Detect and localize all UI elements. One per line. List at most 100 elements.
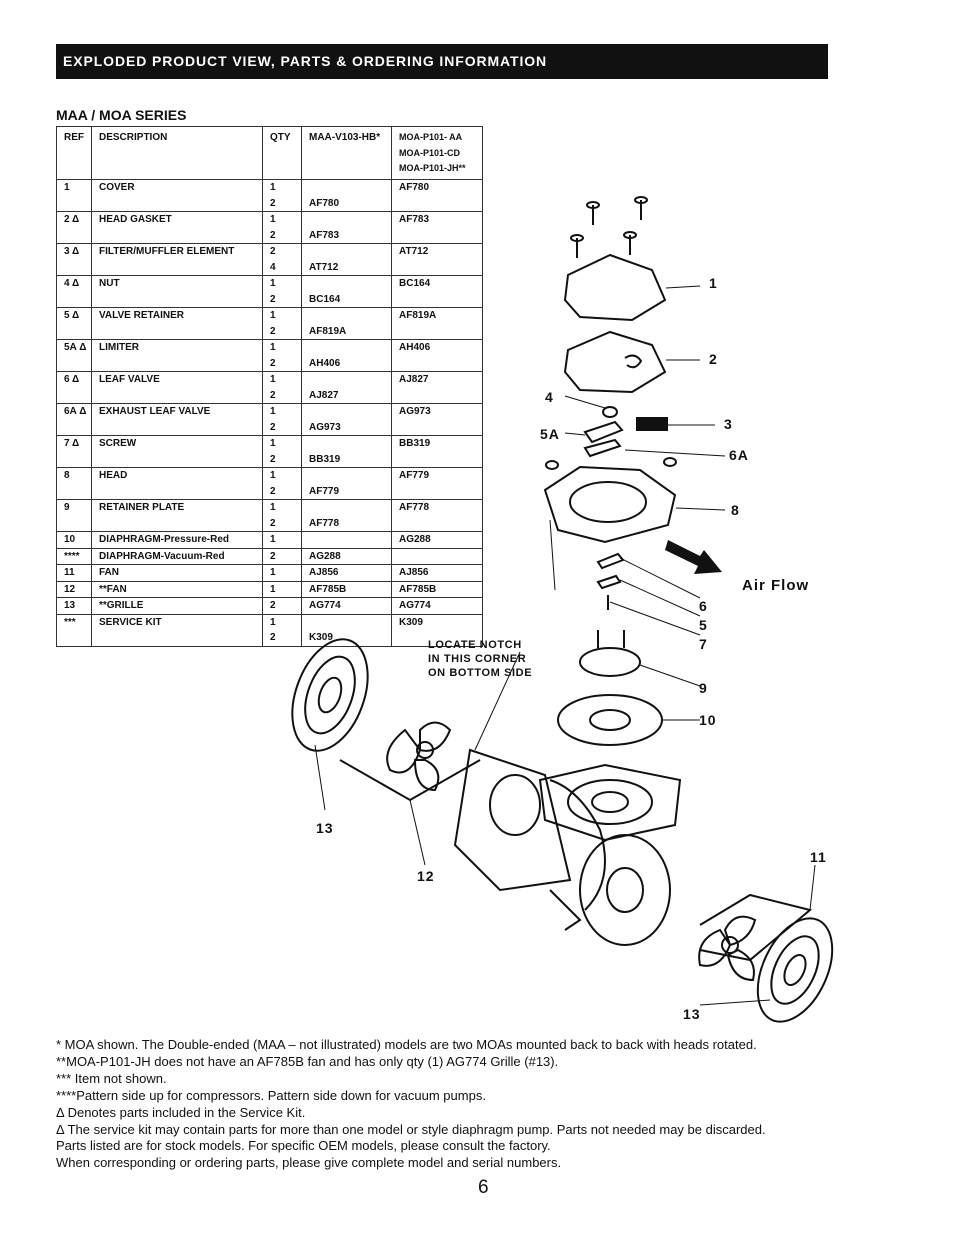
cell-ref: 6 Δ [56, 371, 92, 404]
cell-qty-line: 4 [270, 261, 276, 273]
cell-description: **FAN [91, 580, 263, 598]
cell-moa: AF778 [391, 499, 483, 532]
cell-maa: AF783 [301, 211, 392, 244]
section-title: EXPLODED PRODUCT VIEW, PARTS & ORDERING … [63, 53, 548, 69]
exploded-pump-diagram [291, 196, 834, 1023]
cell-description: VALVE RETAINER [91, 307, 263, 340]
cell-qty-line: 2 [270, 453, 276, 465]
cell-moa-line: K309 [399, 616, 423, 628]
page-number: 6 [478, 1177, 489, 1198]
cell-description: HEAD [91, 467, 263, 500]
cell-description: **GRILLE [91, 597, 263, 615]
section-banner: EXPLODED PRODUCT VIEW, PARTS & ORDERING … [56, 44, 828, 79]
header-moa-line: MOA-P101- AA [399, 132, 463, 142]
cell-ref-text: 1 [64, 182, 70, 193]
cell-qty-line: 1 [270, 567, 276, 578]
cell-maa-line: AT712 [309, 261, 339, 273]
cell-qty-line: 1 [270, 438, 276, 449]
cell-ref-text: 8 [64, 470, 70, 481]
cell-moa-line: AF783 [399, 214, 430, 225]
cell-moa-line: AF778 [399, 502, 430, 513]
cell-qty-line: 2 [270, 517, 276, 529]
cell-description: LEAF VALVE [91, 371, 263, 404]
header-moa: MOA-P101- AA MOA-P101-CD MOA-P101-JH** [391, 126, 483, 180]
cell-ref: 12 [56, 580, 92, 598]
cell-maa-line: AF819A [309, 325, 347, 337]
cell-qty-line: 2 [270, 229, 276, 241]
cell-maa-line: BC164 [309, 293, 341, 305]
cell-moa: AF780 [391, 179, 483, 212]
cell-maa-line: AG774 [309, 600, 341, 611]
cell-moa-line: AF819A [399, 310, 437, 321]
cell-description-text: **GRILLE [99, 600, 144, 611]
cell-ref-text: 11 [64, 567, 75, 578]
cell-qty-line: 1 [270, 534, 276, 545]
header-qty: QTY [262, 126, 302, 180]
cell-maa: BC164 [301, 275, 392, 308]
table-header-row: REF DESCRIPTION QTY MAA-V103-HB* MOA-P10… [56, 126, 483, 180]
parts-table: REF DESCRIPTION QTY MAA-V103-HB* MOA-P10… [56, 126, 483, 647]
cell-maa-line: AF783 [309, 229, 340, 241]
footnote: Δ Denotes parts included in the Service … [56, 1104, 306, 1120]
leaf-valve [596, 552, 625, 570]
cell-description-text: LIMITER [99, 342, 139, 353]
cell-maa-line: AJ827 [309, 389, 339, 401]
notch-note-line: LOCATE NOTCH [428, 639, 522, 651]
cell-moa-line: AG774 [399, 600, 431, 611]
callout-9: 9 [699, 680, 708, 696]
footnote: Parts listed are for stock models. For s… [56, 1138, 551, 1154]
header-moa-line: MOA-P101-JH** [399, 163, 466, 173]
cell-qty-line: 1 [270, 182, 276, 193]
cell-description: FAN [91, 564, 263, 582]
cell-ref: 5A Δ [56, 339, 92, 372]
right-fan [698, 915, 757, 982]
cell-description: SCREW [91, 435, 263, 468]
cell-moa: BB319 [391, 435, 483, 468]
retainer-plate [579, 647, 641, 677]
cell-moa: AF779 [391, 467, 483, 500]
diaphragm [557, 694, 663, 746]
footnote: *** Item not shown. [56, 1070, 167, 1086]
right-grille [756, 917, 834, 1023]
cell-description-text: DIAPHRAGM-Vacuum-Red [99, 550, 225, 562]
air-flow-label: Air Flow [742, 577, 810, 594]
cell-description: RETAINER PLATE [91, 499, 263, 532]
cell-ref-text: 2 Δ [64, 214, 80, 225]
cell-description: SERVICE KIT [91, 613, 263, 647]
cell-qty-line: 1 [270, 502, 276, 513]
cell-maa: AH406 [301, 339, 392, 372]
cell-moa: AT712 [391, 243, 483, 276]
header-moa-line: MOA-P101-CD [399, 147, 461, 158]
cell-ref: 5 Δ [56, 307, 92, 340]
cell-description: EXHAUST LEAF VALVE [91, 403, 263, 436]
callout-8: 8 [731, 502, 740, 518]
cell-description: DIAPHRAGM-Vacuum-Red [91, 547, 263, 565]
cell-ref: 13 [56, 597, 92, 615]
cell-description-text: RETAINER PLATE [99, 502, 185, 513]
cell-moa-line: AF779 [399, 470, 430, 481]
cell-description-text: HEAD [99, 470, 128, 481]
cell-ref: 10 [56, 531, 92, 549]
cell-moa-line: BB319 [399, 438, 431, 449]
cell-ref-text: 5A Δ [64, 342, 87, 353]
footnote: ****Pattern side up for compressors. Pat… [56, 1087, 486, 1103]
footnote: Δ The service kit may contain parts for … [56, 1121, 766, 1137]
cell-qty-line: 1 [270, 616, 276, 628]
cell-maa-line: AF780 [309, 197, 340, 209]
cell-ref-text: 10 [64, 534, 76, 545]
cell-qty-line: 1 [270, 470, 276, 481]
cell-ref: 3 Δ [56, 243, 92, 276]
callout-1: 1 [709, 275, 718, 291]
pump-head [543, 465, 677, 544]
cell-description-text: HEAD GASKET [99, 214, 172, 225]
cell-ref: *** [56, 613, 92, 647]
cell-maa-line: AH406 [309, 357, 341, 369]
cell-description-text: SCREW [99, 438, 137, 449]
